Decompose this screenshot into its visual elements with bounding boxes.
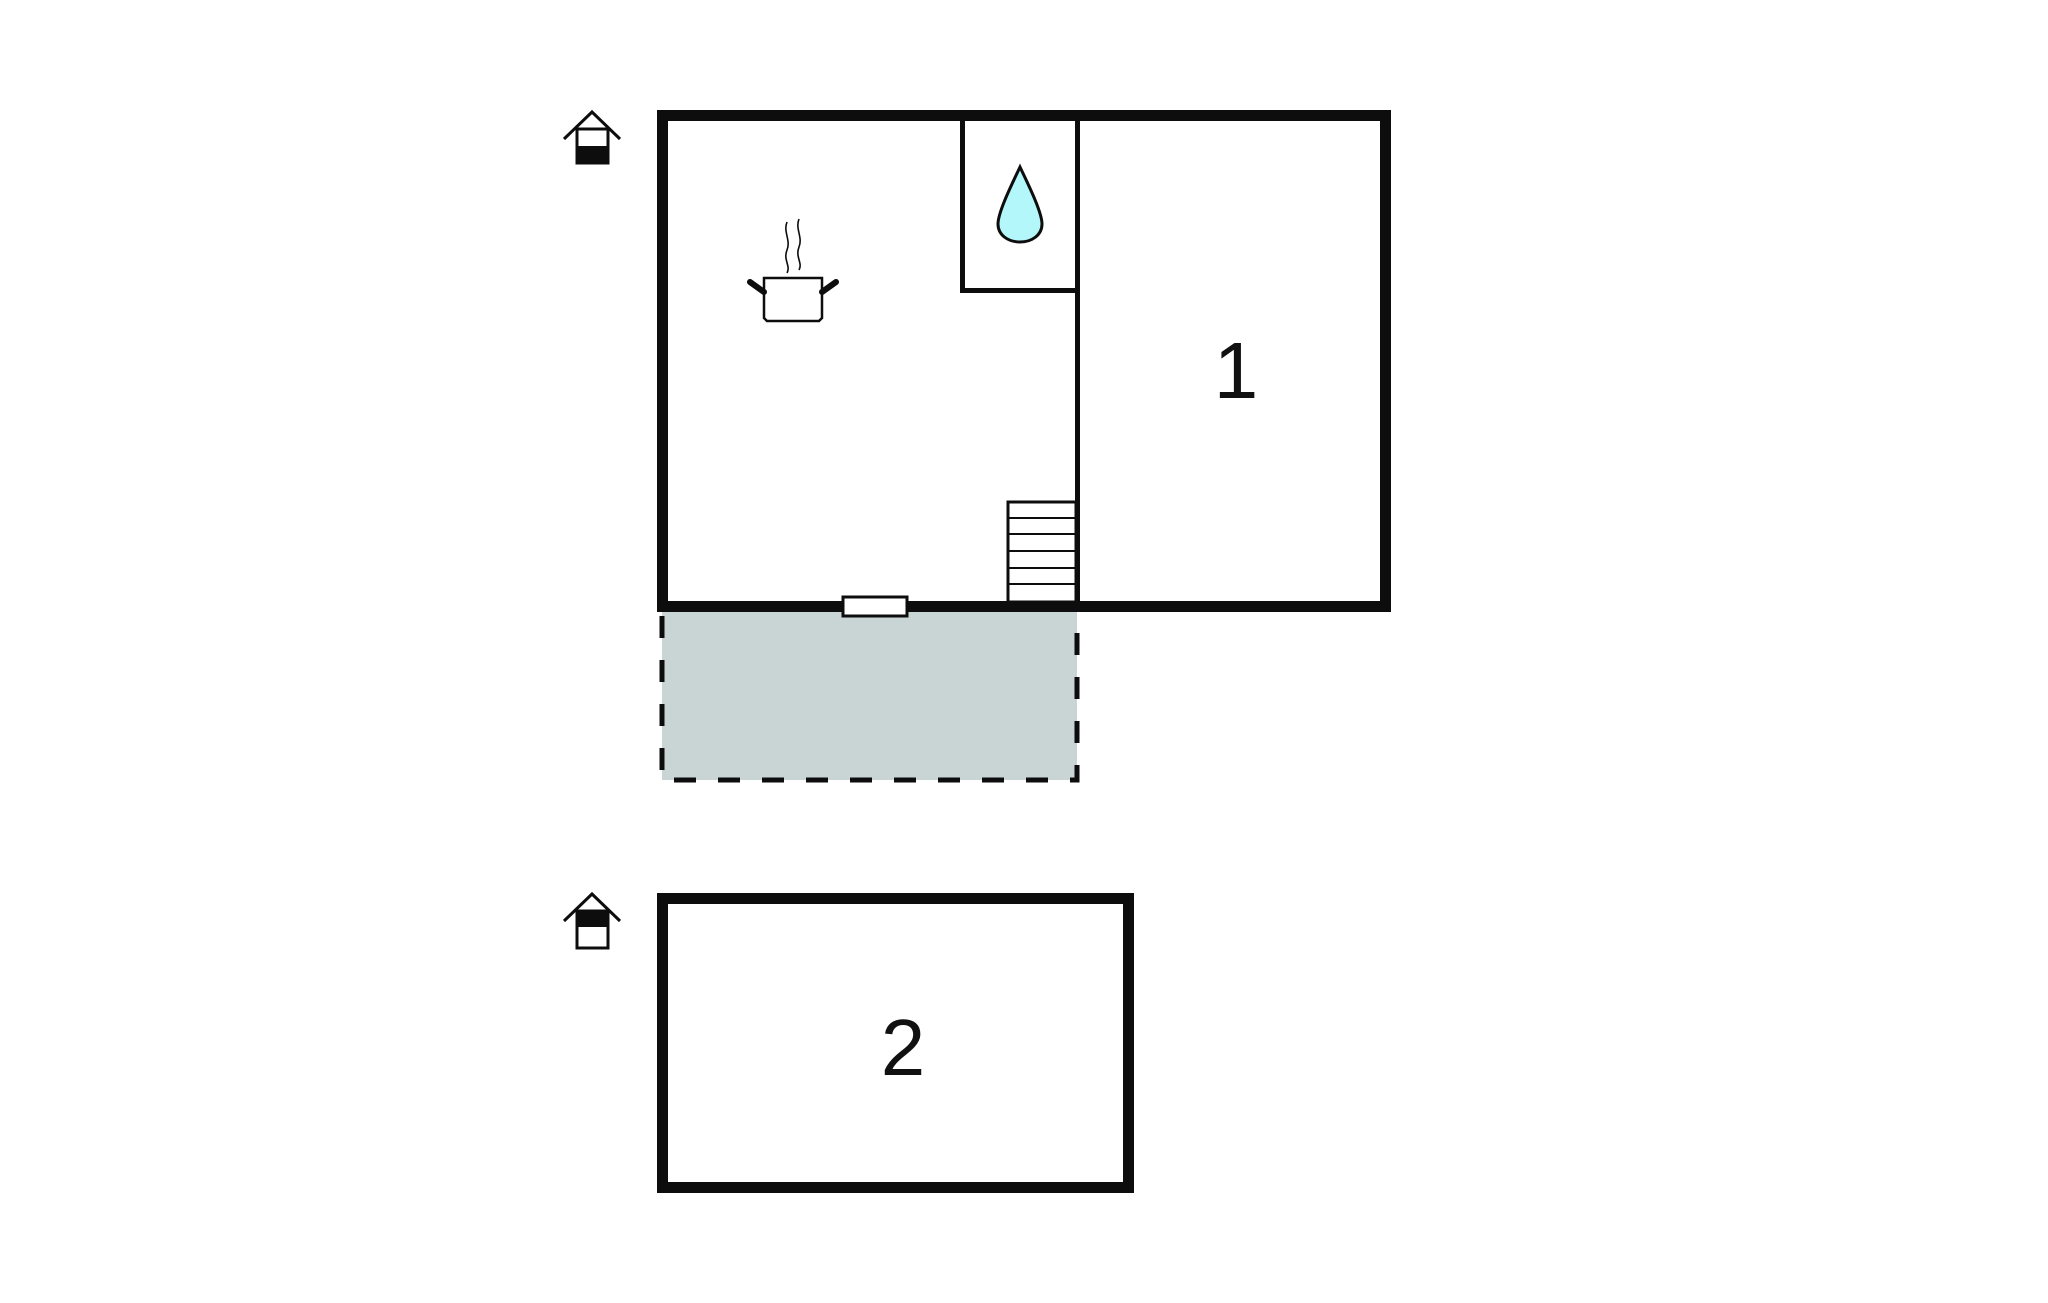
house-ground-floor-icon [562, 109, 622, 165]
entrance-door [841, 595, 909, 618]
outer-wall [657, 110, 1391, 612]
water-drop-icon [996, 163, 1044, 244]
ground-floor: 1 [562, 109, 1391, 783]
bedroom-1-label: 1 [1214, 326, 1259, 415]
terrace [659, 612, 1080, 783]
house-upper-floor-icon [562, 891, 622, 950]
stairs-icon [1006, 500, 1078, 604]
building-2-outline [657, 893, 1134, 1193]
upper-floor: 2 [562, 891, 1134, 1193]
cooking-pot-icon [747, 218, 839, 323]
bathroom [960, 118, 1077, 293]
bedroom-2-label: 2 [881, 1003, 926, 1092]
